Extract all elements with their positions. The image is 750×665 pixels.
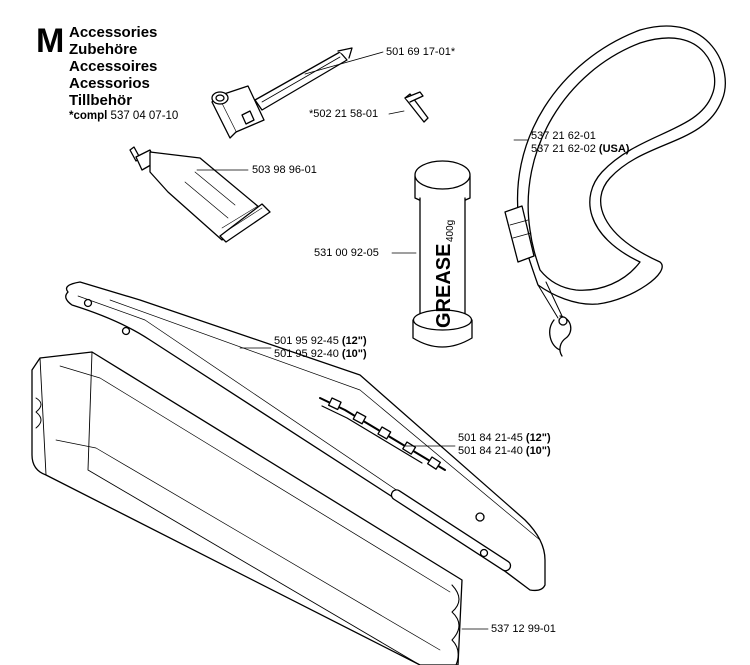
- combination-wrench-drawing: [211, 47, 353, 139]
- part-label-guide-bar-12: 501 95 92-45 (12"): [274, 335, 367, 347]
- part-label-grease-tube: 503 98 96-01: [252, 164, 317, 176]
- title-french: Accessoires: [69, 58, 158, 75]
- cartridge-brand-text: GREASE: [433, 244, 455, 328]
- complete-kit-number: 537 04 07-10: [110, 110, 179, 122]
- part-label-guide-bar-10: 501 95 92-40 (10"): [274, 348, 367, 360]
- harness-strap-drawing: [504, 25, 726, 357]
- part-label-hex-key: *502 21 58-01: [309, 108, 379, 120]
- title-english: Accessories: [69, 24, 158, 41]
- cartridge-printed-text: GREASE 400g: [433, 220, 456, 328]
- cartridge-weight-text: 400g: [445, 220, 456, 242]
- bar-cover-drawing: [31, 351, 463, 665]
- grease-cartridge-drawing: [412, 160, 473, 348]
- title-swedish: Tillbehör: [69, 92, 133, 109]
- leader-hex-key: [388, 110, 405, 115]
- leader-lines: [196, 51, 529, 630]
- part-label-saw-chain-10: 501 84 21-40 (10"): [458, 445, 551, 457]
- title-german: Zubehöre: [69, 41, 138, 58]
- complete-kit-prefix: *compl: [69, 110, 108, 122]
- part-label-combination-wrench: 501 69 17-01*: [386, 46, 456, 58]
- complete-kit-note: *compl 537 04 07-10: [69, 109, 178, 124]
- part-label-saw-chain-12: 501 84 21-45 (12"): [458, 432, 551, 444]
- section-title-list: Accessories Zubehöre Accessoires Acessor…: [69, 24, 178, 124]
- hex-key-drawing: [404, 91, 429, 123]
- guide-bar-drawing: [65, 281, 546, 592]
- part-label-harness-2: 537 21 62-02 (USA): [531, 143, 630, 155]
- grease-tube-drawing: [129, 146, 271, 243]
- part-label-bar-cover: 537 12 99-01: [491, 623, 556, 635]
- leader-combination-wrench: [304, 51, 384, 75]
- saw-chain-drawing: [319, 397, 446, 471]
- section-letter: M: [36, 22, 65, 60]
- part-label-harness-1: 537 21 62-01: [531, 130, 596, 142]
- title-portuguese: Acessorios: [69, 75, 150, 92]
- part-label-grease-cartridge: 531 00 92-05: [314, 247, 379, 259]
